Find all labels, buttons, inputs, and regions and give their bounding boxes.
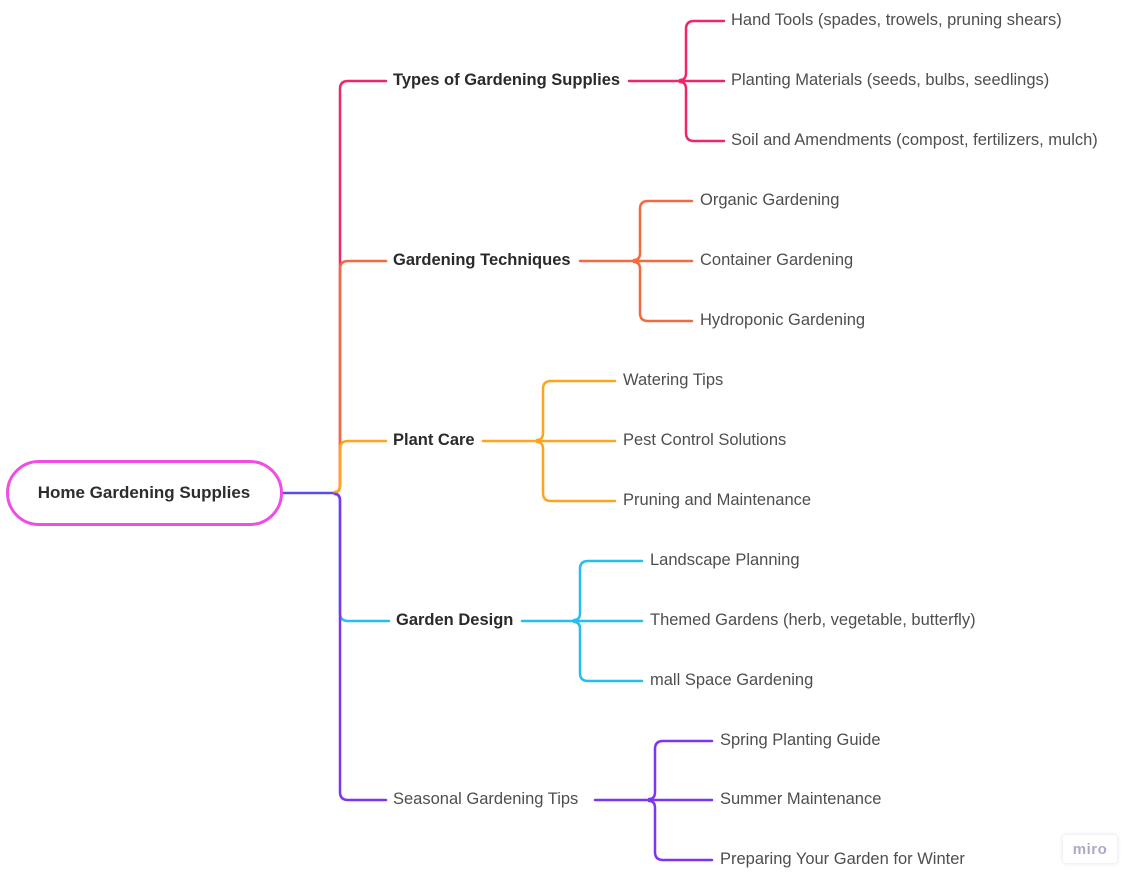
branch-seasonal-gardening-tips[interactable]: Seasonal Gardening Tips <box>390 789 582 811</box>
child-watering-tips[interactable]: Watering Tips <box>620 370 727 392</box>
child-soil-and-amendments[interactable]: Soil and Amendments (compost, fertilizer… <box>728 130 1101 152</box>
connector-line <box>535 440 617 503</box>
child-container-gardening[interactable]: Container Gardening <box>697 250 857 272</box>
child-planting-materials[interactable]: Planting Materials (seeds, bulbs, seedli… <box>728 70 1053 92</box>
miro-watermark[interactable]: miro <box>1063 835 1117 863</box>
child-themed-gardens[interactable]: Themed Gardens (herb, vegetable, butterf… <box>647 610 979 632</box>
connector-line <box>333 492 391 623</box>
child-small-space-gardening[interactable]: mall Space Gardening <box>647 670 817 692</box>
branch-plant-care[interactable]: Plant Care <box>390 430 478 452</box>
branch-3-connector <box>333 379 617 503</box>
connector-line <box>647 739 714 801</box>
child-pest-control-solutions[interactable]: Pest Control Solutions <box>620 430 790 452</box>
child-organic-gardening[interactable]: Organic Gardening <box>697 190 843 212</box>
connector-line <box>632 199 694 262</box>
root-node-outline <box>6 460 283 526</box>
connector-line <box>333 259 388 494</box>
child-preparing-garden-for-winter[interactable]: Preparing Your Garden for Winter <box>717 849 968 871</box>
branch-5-connector <box>333 492 714 862</box>
branch-types-of-gardening-supplies[interactable]: Types of Gardening Supplies <box>390 70 624 92</box>
connector-line <box>333 79 388 494</box>
connector-line <box>572 620 644 683</box>
child-landscape-planning[interactable]: Landscape Planning <box>647 550 803 572</box>
branch-4-connector <box>333 492 644 683</box>
child-summer-maintenance[interactable]: Summer Maintenance <box>717 789 885 811</box>
connector-line <box>572 559 644 622</box>
connector-line <box>535 379 617 442</box>
branch-garden-design[interactable]: Garden Design <box>393 610 517 632</box>
connector-line <box>632 260 694 323</box>
connector-line <box>647 799 714 862</box>
child-spring-planting-guide[interactable]: Spring Planting Guide <box>717 730 884 752</box>
connector-line <box>333 439 388 494</box>
child-hydroponic-gardening[interactable]: Hydroponic Gardening <box>697 310 869 332</box>
root-node[interactable]: Home Gardening Supplies <box>6 460 282 526</box>
connector-line <box>678 80 726 143</box>
child-pruning-and-maintenance[interactable]: Pruning and Maintenance <box>620 490 815 512</box>
connector-line <box>678 19 726 82</box>
connector-line <box>333 492 388 802</box>
branch-gardening-techniques[interactable]: Gardening Techniques <box>390 250 574 272</box>
child-hand-tools[interactable]: Hand Tools (spades, trowels, pruning she… <box>728 10 1065 32</box>
root-node-label: Home Gardening Supplies <box>37 483 251 502</box>
